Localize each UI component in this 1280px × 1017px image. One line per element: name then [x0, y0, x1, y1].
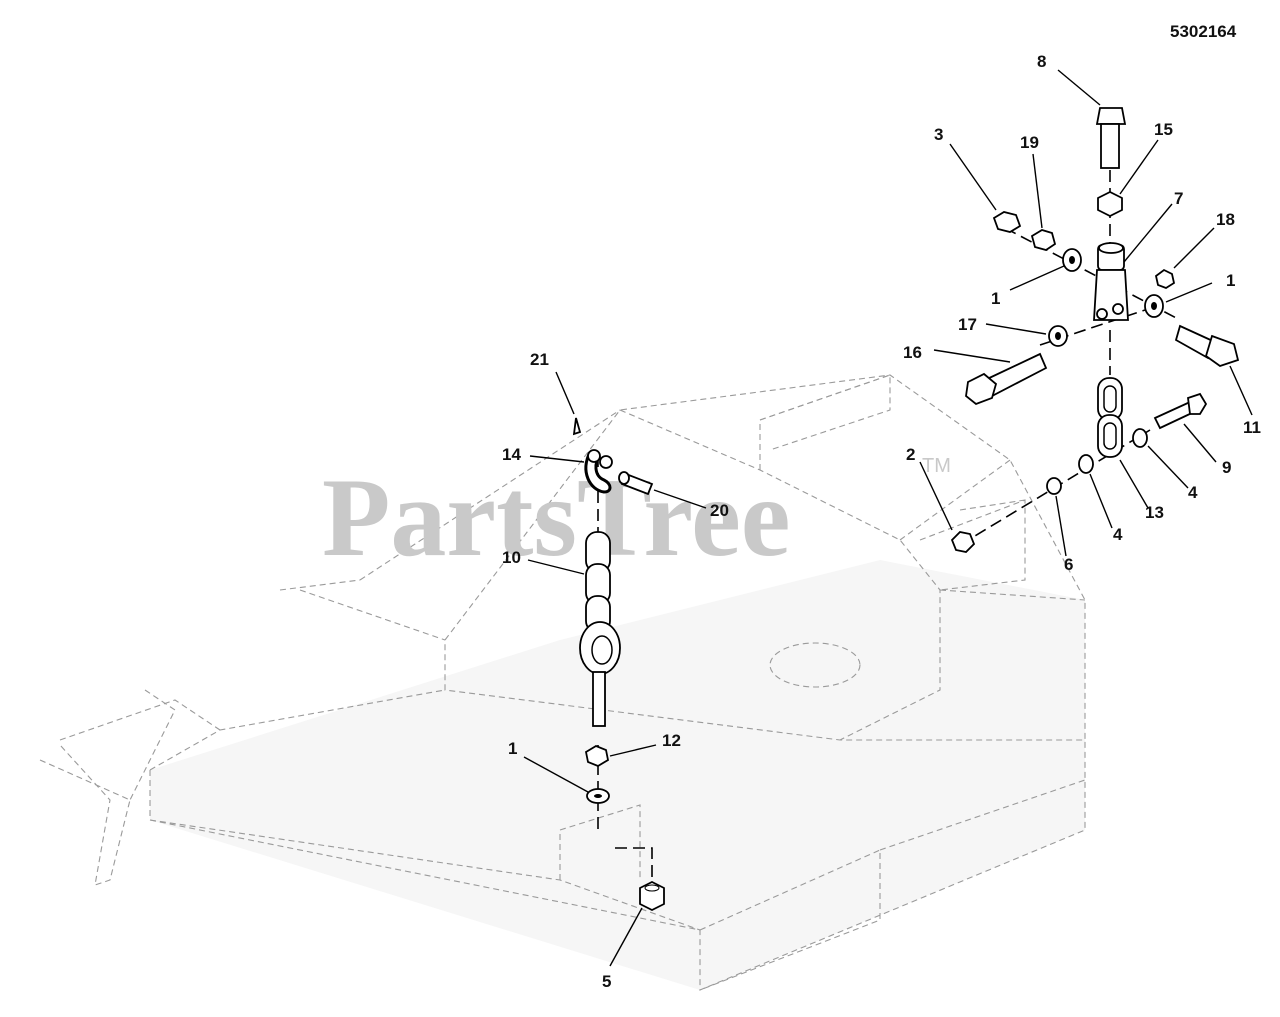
clevis-7 — [1093, 242, 1129, 321]
nut-12 — [584, 744, 610, 768]
callout-14: 14 — [502, 445, 521, 464]
chain-10 — [579, 531, 621, 727]
shackle-14 — [584, 449, 613, 494]
bolt-11 — [1174, 324, 1240, 367]
callout-5: 5 — [602, 972, 611, 991]
washer-4-a — [1132, 428, 1148, 448]
bolt-8 — [1095, 107, 1127, 169]
callout-2: 2 — [906, 445, 915, 464]
callout-16: 16 — [903, 343, 922, 362]
callout-1-lower: 1 — [508, 739, 517, 758]
bolt-9 — [1153, 392, 1208, 430]
callout-11: 11 — [1243, 418, 1261, 437]
mower-deck — [39, 374, 1086, 991]
pin-20 — [618, 471, 654, 496]
callout-1-right: 1 — [1226, 271, 1235, 290]
callout-3: 3 — [934, 125, 943, 144]
callout-9: 9 — [1222, 458, 1231, 477]
callout-4-b: 4 — [1113, 525, 1123, 544]
callout-1-left: 1 — [991, 289, 1000, 308]
callout-4-a: 4 — [1188, 483, 1198, 502]
watermark-text: PartsTree — [322, 456, 791, 580]
callout-20: 20 — [710, 501, 729, 520]
leader-lines — [523, 69, 1253, 967]
parts — [572, 107, 1240, 912]
callout-7: 7 — [1174, 189, 1183, 208]
nut-3 — [992, 211, 1022, 233]
callout-8: 8 — [1037, 52, 1046, 71]
callout-18: 18 — [1216, 210, 1235, 229]
washer-6 — [1046, 477, 1062, 495]
cotter-pin-21 — [572, 417, 582, 436]
nut-5 — [639, 880, 665, 912]
callout-21: 21 — [530, 350, 549, 369]
callout-17: 17 — [958, 315, 977, 334]
nut-18 — [1154, 268, 1176, 289]
callout-labels: 8 3 19 15 7 18 1 1 17 16 11 21 14 20 2 9… — [502, 52, 1261, 991]
callout-10: 10 — [502, 548, 521, 567]
chain-link-13 — [1097, 377, 1123, 458]
watermark-tm: TM — [922, 455, 951, 477]
diagram-id: 5302164 — [1170, 22, 1237, 41]
bolt-16 — [965, 352, 1048, 406]
nut-19 — [1030, 229, 1057, 251]
callout-12: 12 — [662, 731, 681, 750]
nut-15 — [1097, 190, 1123, 218]
callout-6: 6 — [1064, 555, 1073, 574]
callout-15: 15 — [1154, 120, 1173, 139]
nut-2 — [950, 531, 976, 553]
callout-19: 19 — [1020, 133, 1039, 152]
callout-13: 13 — [1145, 503, 1164, 522]
washer-4-b — [1078, 454, 1094, 474]
